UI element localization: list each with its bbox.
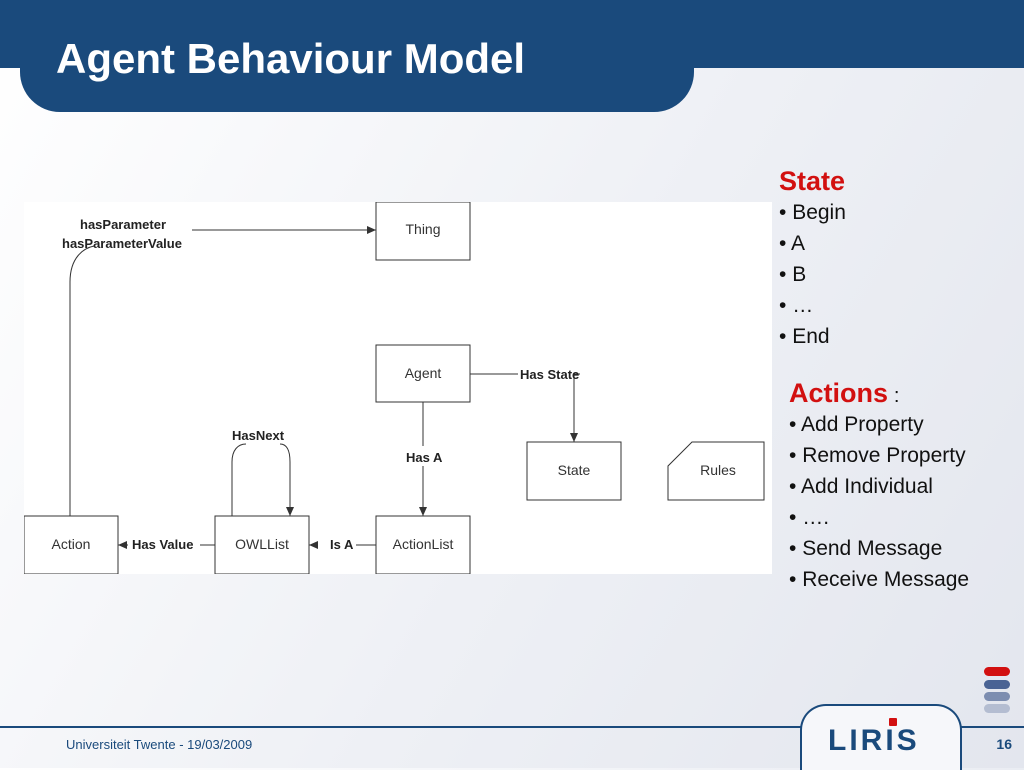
svg-text:OWLList: OWLList — [235, 536, 289, 552]
list-item: Add Individual — [789, 471, 969, 502]
svg-text:Rules: Rules — [700, 462, 736, 478]
list-item: … — [779, 290, 846, 321]
node-state: State — [526, 441, 622, 501]
list-item: Receive Message — [789, 564, 969, 595]
list-item: Add Property — [789, 409, 969, 440]
svg-text:Thing: Thing — [405, 221, 440, 237]
svg-text:ActionList: ActionList — [393, 536, 454, 552]
node-rules: Rules — [667, 441, 765, 501]
node-action: Action — [24, 515, 119, 574]
node-agent: Agent — [375, 344, 471, 403]
actions-panel: Actions : Add Property Remove Property A… — [789, 378, 969, 595]
svg-text:Action: Action — [52, 536, 91, 552]
decor-stripe — [984, 680, 1010, 689]
actions-heading: Actions — [789, 378, 889, 408]
list-item: Begin — [779, 197, 846, 228]
list-item: …. — [789, 502, 969, 533]
label-has-state: Has State — [520, 367, 579, 382]
ontology-diagram: Thing Agent State Rules Action OWLList A… — [24, 202, 772, 574]
state-list: Begin A B … End — [779, 197, 846, 352]
logo-accent-dot — [889, 718, 897, 726]
label-has-value: Has Value — [132, 537, 193, 552]
footer-divider — [0, 726, 1024, 728]
node-actionlist: ActionList — [375, 515, 471, 574]
edge-has-next-arrow — [279, 443, 294, 516]
logo-tab — [800, 704, 962, 770]
list-item: Remove Property — [789, 440, 969, 471]
node-owllist: OWLList — [214, 515, 310, 574]
edge-has-next-loop — [231, 443, 247, 516]
edge-has-state-arrow — [570, 373, 580, 442]
title-tab — [20, 0, 694, 112]
label-has-parameter: hasParameter — [80, 217, 166, 232]
decor-stripe — [984, 692, 1010, 701]
node-thing: Thing — [375, 202, 471, 261]
state-heading: State — [779, 166, 846, 196]
actions-colon: : — [893, 385, 900, 407]
list-item: Send Message — [789, 533, 969, 564]
state-panel: State Begin A B … End — [779, 166, 846, 352]
svg-text:State: State — [558, 462, 591, 478]
decor-stripe-red — [984, 667, 1010, 676]
decor-stripe — [984, 704, 1010, 713]
list-item: A — [779, 228, 846, 259]
footer-text: Universiteit Twente - 19/03/2009 — [66, 737, 253, 752]
edge-has-parameter — [69, 245, 95, 516]
list-item: B — [779, 259, 846, 290]
label-has-a: Has A — [406, 450, 443, 465]
slide-title: Agent Behaviour Model — [56, 35, 526, 82]
label-has-next: HasNext — [232, 428, 285, 443]
page-number: 16 — [996, 736, 1012, 752]
label-is-a: Is A — [330, 537, 354, 552]
label-has-parameter-value: hasParameterValue — [62, 236, 182, 251]
svg-text:Agent: Agent — [405, 365, 442, 381]
actions-list: Add Property Remove Property Add Individ… — [789, 409, 969, 595]
liris-logo: LIRIS — [828, 724, 920, 757]
list-item: End — [779, 321, 846, 352]
